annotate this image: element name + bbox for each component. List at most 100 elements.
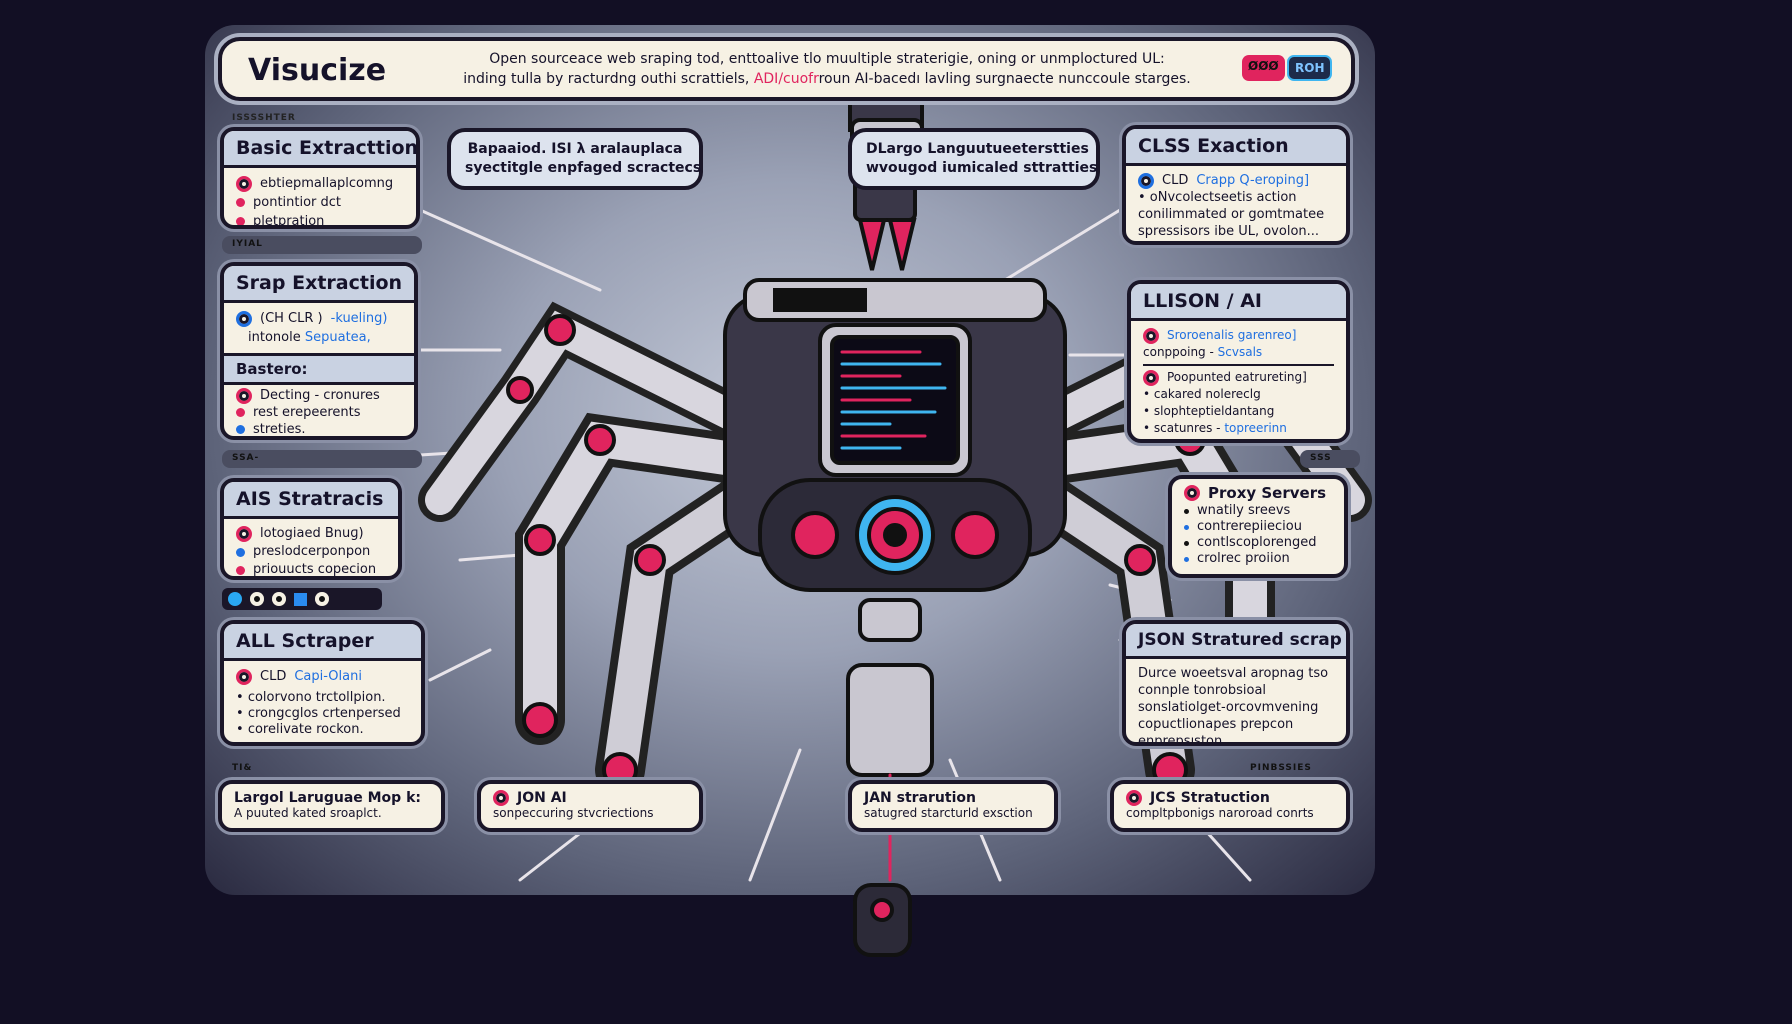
card-jon-ai[interactable]: JON AI sonpeccuring stvcriections: [477, 780, 703, 832]
card-title: LLISON / AI: [1131, 284, 1346, 321]
bubble-line: syectitgle enpfaged scractecs: [465, 160, 702, 176]
list-item: pletpration: [253, 214, 325, 229]
target-icon: [236, 668, 252, 685]
target-icon: [236, 175, 252, 192]
list-item: priouucts copecion: [253, 562, 377, 577]
card-basic-extraction[interactable]: Basic Extracttion ebtiepmallaplcomng pon…: [220, 127, 420, 229]
list-item: scatunres -: [1153, 421, 1221, 435]
list-item: slophteptieldantang: [1153, 404, 1275, 418]
card-text: spressisors ibe UL, ovolon...: [1138, 224, 1320, 239]
app-title: Visucize: [248, 53, 387, 88]
app-description: Open sourceace web sraping tod, enttoali…: [412, 49, 1242, 89]
list-item: • crongcglos crtenpersed: [236, 706, 401, 721]
robot-lower-pod: [846, 663, 934, 777]
bullet-icon: [236, 547, 245, 557]
list-item-link[interactable]: Crapp Q-eroping]: [1196, 173, 1310, 188]
card-title: JSON Stratured scrap: [1126, 624, 1346, 659]
card-srap-extraction[interactable]: Srap Extraction (CH CLR )-kueling) inton…: [220, 262, 418, 440]
list-item: rest erepeerents: [253, 405, 361, 420]
list-item-link[interactable]: topreerinn: [1224, 421, 1287, 435]
card-largol-language[interactable]: Largol Laruguae Mop k: A puuted kated sr…: [218, 780, 445, 832]
list-item: streties.: [253, 422, 306, 437]
list-item: contlscoplorenged: [1197, 535, 1317, 550]
bullet-icon: [1184, 556, 1189, 562]
list-item-link[interactable]: -kueling): [330, 311, 388, 326]
card-text: connple tonrobsioal: [1138, 683, 1267, 698]
square-icon[interactable]: [294, 592, 307, 606]
bullet-icon: [236, 425, 245, 434]
card-title: CLSS Exaction: [1126, 129, 1346, 166]
card-ais-stratracis[interactable]: AIS Stratracis lotogiaed Bnuɡ) preslodce…: [220, 478, 402, 580]
bullet-icon: [1184, 540, 1189, 546]
list-item: preslodcerponpon: [253, 544, 371, 559]
target-icon: [236, 526, 252, 542]
card-text: sonslatiolget-orcovmvening: [1138, 700, 1319, 715]
card-proxy-servers[interactable]: Proxy Servers wnatily sreevs contrerepii…: [1168, 475, 1348, 578]
list-item-text: crongcglos crtenpersed: [247, 706, 401, 721]
target-icon: [493, 790, 509, 806]
list-item: • corelivate rockon.: [236, 722, 364, 737]
list-item: Decting - cronures: [260, 388, 380, 403]
bubble-line: Bapaaiod. ISI λ aralauplaca: [467, 141, 683, 157]
card-text: Durce woeetsval aropnag tso: [1138, 666, 1329, 681]
list-item-link[interactable]: Capi-Olani: [294, 669, 362, 684]
strip-label: TI&: [232, 763, 253, 773]
card-title: JON AI: [517, 790, 567, 806]
list-item-text: colorvono trctollpion.: [247, 690, 386, 705]
target-icon: [1126, 790, 1142, 806]
list-item-link[interactable]: Sepuatea,: [304, 330, 371, 345]
list-item-link[interactable]: Sroroenalis garenreo]: [1167, 328, 1297, 342]
target-icon: [1138, 172, 1154, 189]
bullet-icon: [236, 565, 245, 575]
bullet-icon: [236, 408, 245, 417]
robot-eye-right: [951, 511, 999, 559]
card-title: ALL Sctraper: [224, 624, 421, 661]
list-item: (CH CLR ): [260, 311, 323, 326]
card-title: Basic Extracttion: [224, 131, 416, 168]
dot-icon[interactable]: [228, 592, 242, 606]
card-json-stratured-scrap[interactable]: JSON Stratured scrap Durce woeetsval aro…: [1122, 620, 1350, 746]
description-line-1: Open sourceace web sraping tod, enttoali…: [489, 51, 1165, 67]
badge-red[interactable]: ØØØ: [1242, 55, 1285, 81]
list-item-text: corelivate rockon.: [247, 722, 364, 737]
bubble-line: DLargo Languutueeterstties: [866, 141, 1089, 157]
list-item: contrerepiieciou: [1197, 519, 1302, 534]
list-item-link[interactable]: Scvsals: [1217, 345, 1263, 359]
card-jcs-stratuction[interactable]: JCS Stratuction compltpbonigs naroroad c…: [1110, 780, 1350, 832]
list-item: ebtiepmallaplcomng: [260, 176, 394, 191]
target-icon: [236, 387, 252, 404]
target-icon: [1143, 369, 1159, 386]
list-item: CLD: [1162, 173, 1189, 188]
card-title: AIS Stratracis: [224, 482, 398, 519]
card-text: enprepsıston: [1138, 734, 1223, 746]
list-item: Poopunted eatrureting]: [1167, 370, 1307, 384]
dot-icon[interactable]: [250, 592, 264, 606]
dot-icon[interactable]: [315, 592, 329, 606]
list-item: wnatily sreevs: [1197, 503, 1291, 518]
list-item: • colorvono trctollpion.: [236, 690, 386, 705]
description-text: roun AI-bacedı lavling surgnaecte nuncco…: [818, 71, 1191, 87]
speech-bubble-left: Bapaaiod. ISI λ aralauplaca syectitgle e…: [447, 128, 703, 190]
list-item: lotogiaed Bnuɡ): [260, 526, 364, 541]
card-llison-ai[interactable]: LLISON / AI Sroroenalis garenreo] conppo…: [1127, 280, 1350, 443]
card-title: Proxy Servers: [1208, 484, 1327, 502]
card-jan-strarution[interactable]: JAN strarution satugred starcturld exsct…: [848, 780, 1058, 832]
bullet-icon: [236, 217, 245, 225]
speech-bubble-right: DLargo Languutueeterstties wvougod iumic…: [848, 128, 1100, 190]
bullet-icon: [1184, 524, 1189, 530]
bubble-line: wvougod iumicaled sttratties: [866, 160, 1098, 176]
dot-icon[interactable]: [272, 592, 286, 606]
card-text: copuctlionapes prepcon: [1138, 717, 1294, 732]
bullet-icon: [236, 198, 245, 207]
card-text: satugred starcturld exsction: [864, 806, 1033, 820]
list-item: cakared nolereclg: [1153, 387, 1261, 401]
strip-label: PINBSSIES: [1250, 763, 1312, 773]
description-line-2: inding tulla by racturdng outhi scrattie…: [412, 69, 1242, 89]
badge-blue[interactable]: ROH: [1287, 55, 1333, 81]
strip-label: SSA- • YBBRVIACH •: [222, 450, 422, 468]
list-item: conppoing -: [1143, 345, 1214, 359]
card-title: Largol Laruguae Mop k:: [234, 790, 421, 806]
bullet-icon: [1184, 508, 1189, 514]
